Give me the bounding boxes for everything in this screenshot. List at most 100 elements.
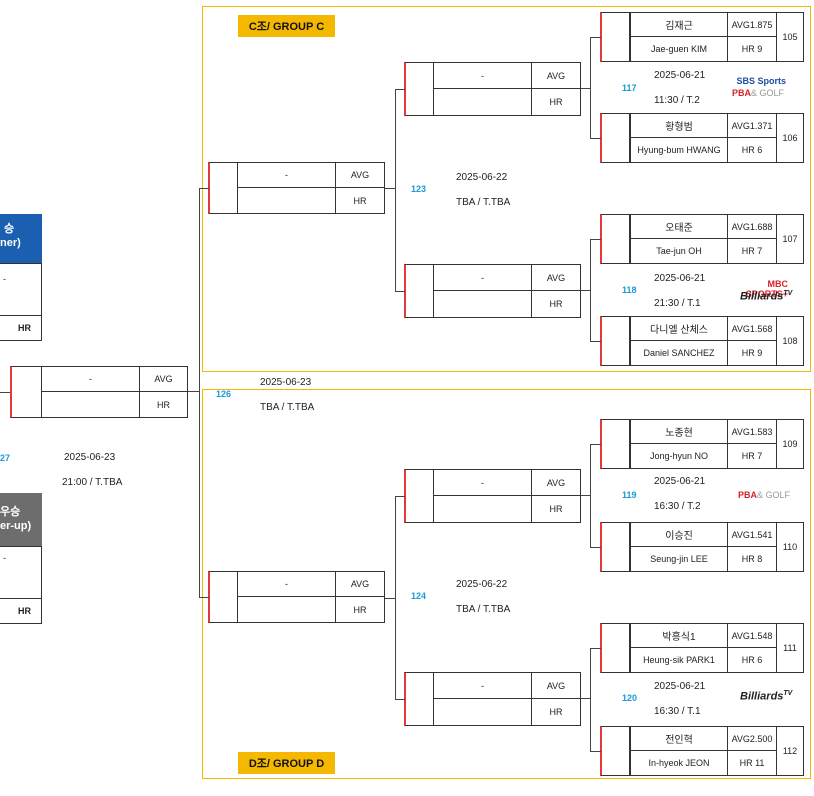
bracket-line: [0, 392, 10, 393]
player-hr: HR 7: [727, 443, 777, 469]
match-date: 2025-06-23: [260, 377, 312, 388]
mbc-sports-logo-text: MBC SPORTS+: [745, 279, 788, 299]
bracket-line: [590, 547, 601, 548]
slot-hr: HR: [531, 290, 581, 318]
sbs-sports-logo-text: SBS Sports: [736, 76, 786, 86]
match-number: 126: [216, 389, 232, 399]
player-name-en: Jae-guen KIM: [630, 36, 728, 62]
match-time: TBA / T.TBA: [456, 604, 511, 615]
bracket-line: [590, 341, 601, 342]
seed-number: 112: [776, 726, 804, 776]
player-avg: AVG1.688: [727, 214, 777, 239]
pba-golf-logo: PBA& GOLF: [732, 88, 784, 98]
seed-number: 108: [776, 316, 804, 366]
runner-up-header: 우승 er-up): [0, 493, 42, 547]
match-time: TBA / T.TBA: [456, 197, 511, 208]
group-d-box: [202, 389, 811, 779]
bracket-line: [199, 597, 209, 598]
group-d-label: D조/ GROUP D: [238, 752, 335, 774]
slot-name: -: [237, 162, 336, 188]
pba-logo-text: PBA: [732, 88, 752, 98]
match-number: 123: [411, 184, 427, 194]
player-hr: HR 9: [727, 36, 777, 62]
match-date: 2025-06-21: [654, 273, 706, 284]
player-tab: [600, 522, 630, 572]
bracket-line: [590, 751, 601, 752]
player-name-kr: 이승진: [630, 522, 728, 547]
player-name-en: Seung-jin LEE: [630, 546, 728, 572]
slot-name-en: [433, 88, 532, 116]
match-time: 21:30 / T.1: [654, 298, 701, 309]
runner-up-placeholder: -: [3, 553, 6, 563]
runner-up-title: 우승: [0, 506, 21, 518]
player-avg: AVG1.548: [727, 623, 777, 648]
pba-golf-suffix: & GOLF: [757, 490, 791, 500]
bracket-line: [395, 699, 405, 700]
seed-number: 110: [776, 522, 804, 572]
match-date: 2025-06-21: [654, 476, 706, 487]
player-hr: HR 6: [727, 137, 777, 163]
pba-logo-text: PBA: [738, 490, 758, 500]
seed-number: 106: [776, 113, 804, 163]
slot-avg: AVG: [531, 62, 581, 89]
player-tab: [600, 214, 630, 264]
slot-hr: HR: [531, 698, 581, 726]
winner-subtitle: ner): [0, 237, 21, 249]
player-name-en: Daniel SANCHEZ: [630, 340, 728, 366]
player-name-en: In-hyeok JEON: [630, 750, 728, 776]
match-time: 21:00 / T.TBA: [62, 477, 123, 488]
slot-name: -: [433, 62, 532, 89]
billiards-tv-logo: BilliardsTV: [740, 690, 792, 703]
bracket-line: [187, 391, 200, 392]
slot-name-en: [237, 187, 336, 214]
billiards-tv-suffix: TV: [783, 290, 793, 297]
billiards-tv-suffix: TV: [783, 690, 793, 697]
player-tab: [600, 12, 630, 62]
player-tab: [600, 726, 630, 776]
player-tab: [600, 316, 630, 366]
match-number: 117: [622, 83, 637, 93]
player-hr: HR 11: [727, 750, 777, 776]
bracket-line: [395, 291, 405, 292]
slot-hr: HR: [531, 88, 581, 116]
bracket-line: [580, 698, 591, 699]
match-date: 2025-06-22: [456, 579, 508, 590]
bracket-line: [590, 37, 601, 38]
slot-name-en: [237, 596, 336, 623]
slot-avg: AVG: [531, 672, 581, 699]
player-avg: AVG1.875: [727, 12, 777, 37]
bracket-line: [395, 89, 405, 90]
slot-tab: [404, 672, 434, 726]
player-name-kr: 노종현: [630, 419, 728, 444]
slot-name: -: [41, 366, 140, 392]
player-name-en: Jong-hyun NO: [630, 443, 728, 469]
bracket-line: [199, 188, 209, 189]
player-hr: HR 6: [727, 647, 777, 673]
billiards-logo-text: Billiards: [740, 690, 784, 703]
match-number: 120: [622, 693, 638, 703]
player-hr: HR 8: [727, 546, 777, 572]
match-time: 11:30 / T.2: [654, 95, 700, 106]
billiards-logo-text: Billiards: [740, 290, 784, 303]
runner-up-subtitle: er-up): [0, 520, 32, 532]
bracket-line: [395, 496, 405, 497]
player-name-kr: 전인혁: [630, 726, 728, 751]
slot-hr: HR: [139, 391, 188, 418]
bracket-line: [580, 88, 591, 89]
slot-avg: AVG: [531, 264, 581, 291]
slot-avg: AVG: [335, 571, 385, 597]
bracket-line: [590, 138, 601, 139]
group-c-label: C조/ GROUP C: [238, 15, 335, 37]
bracket-line: [395, 89, 396, 292]
slot-name-en: [433, 495, 532, 523]
seed-number: 109: [776, 419, 804, 469]
bracket-line: [590, 239, 601, 240]
winner-hr: HR: [0, 315, 42, 341]
winner-header: 승 ner): [0, 214, 42, 264]
player-avg: AVG1.371: [727, 113, 777, 138]
slot-tab: [208, 571, 238, 623]
slot-name-en: [41, 391, 140, 418]
bracket-line: [199, 188, 200, 598]
match-date: 2025-06-22: [456, 172, 508, 183]
slot-avg: AVG: [531, 469, 581, 496]
